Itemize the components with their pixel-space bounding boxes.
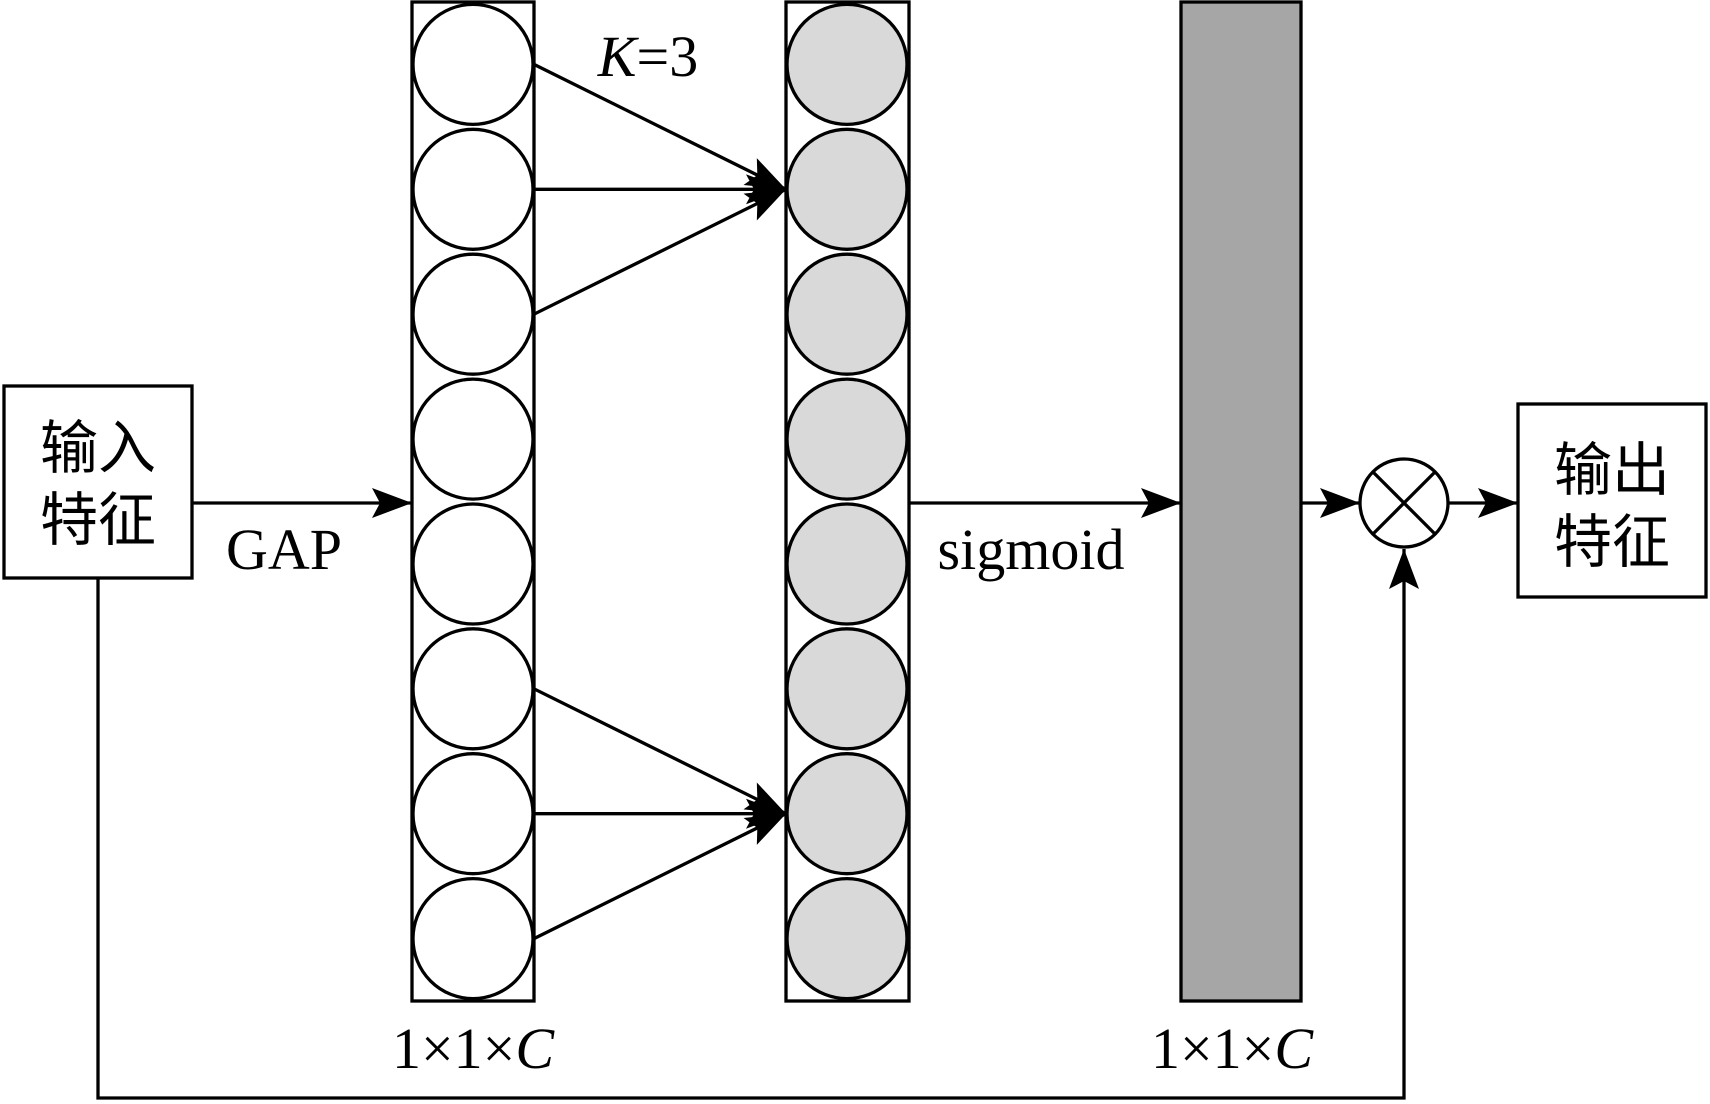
output-box-line2: 特征: [1554, 510, 1670, 575]
conv-output-column: [784, 0, 911, 1003]
input-feature-box: 输入 特征: [2, 384, 194, 580]
pooled-node: [411, 377, 535, 501]
conv-connections-top: [533, 62, 787, 316]
conv-node: [785, 252, 909, 376]
dim-label-pooled: 1×1×C: [392, 1016, 555, 1081]
pooled-node: [411, 127, 535, 251]
input-box-line1: 输入: [40, 416, 156, 481]
conv-arrow: [533, 62, 787, 191]
output-feature-box: 输出 特征: [1516, 402, 1708, 599]
gap-label: GAP: [226, 517, 342, 582]
pooled-node: [411, 2, 535, 127]
input-box-line2: 特征: [40, 488, 156, 553]
conv-node: [785, 627, 909, 751]
conv-node: [785, 377, 909, 501]
conv-node: [785, 127, 909, 251]
sigmoid-label: sigmoid: [938, 517, 1125, 582]
output-box-line1: 输出: [1554, 438, 1670, 503]
pooled-node: [411, 876, 535, 1001]
dim-label-weights: 1×1×C: [1151, 1016, 1314, 1081]
pooled-vector-column: [410, 0, 536, 1003]
conv-node: [785, 752, 909, 876]
kernel-size-label: K=3: [597, 24, 698, 89]
conv-arrow: [533, 812, 787, 941]
multiply-operator-icon: [1358, 457, 1450, 549]
pooled-node: [411, 752, 535, 876]
pooled-node: [411, 252, 535, 376]
attention-weights-bar: [1179, 0, 1303, 1003]
conv-node: [785, 502, 909, 626]
pooled-node: [411, 627, 535, 751]
conv-arrow: [533, 187, 787, 316]
skip-connection-arrow: [96, 549, 1419, 1100]
conv-connections-bottom: [533, 687, 787, 941]
pooled-node: [411, 502, 535, 626]
conv-arrow: [533, 687, 787, 816]
conv-node: [785, 876, 909, 1001]
conv-node: [785, 2, 909, 127]
